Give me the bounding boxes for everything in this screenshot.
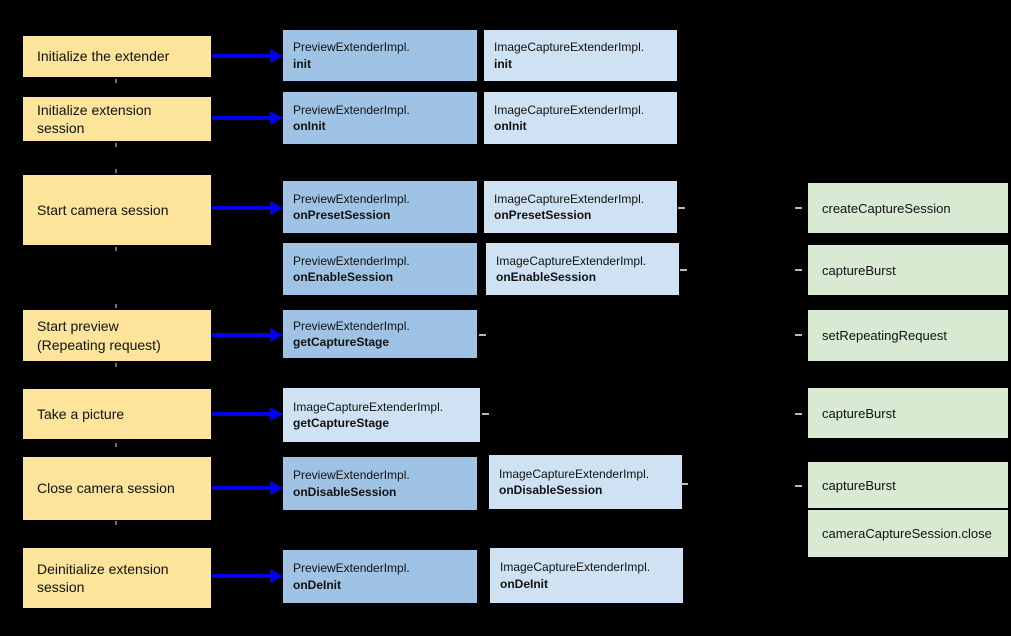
class-name: ImageCaptureExtenderImpl. [499, 466, 650, 481]
class-name: ImageCaptureExtenderImpl. [293, 399, 444, 414]
connector-dash [795, 413, 802, 415]
flow-dot [115, 247, 117, 251]
preview-extender-ondeinit-box: PreviewExtenderImpl. onDeInit [283, 550, 477, 603]
class-name: ImageCaptureExtenderImpl. [496, 253, 647, 268]
arrow-to-ondeinit [212, 569, 283, 583]
method-name: onInit [293, 119, 326, 133]
connector-dash [795, 334, 802, 336]
preview-extender-onpresetsession-box: PreviewExtenderImpl. onPresetSession [283, 181, 477, 233]
connector-dash [795, 485, 802, 487]
api-cameracapturesession-close-box: cameraCaptureSession.close [808, 510, 1008, 557]
method-name: onDisableSession [499, 483, 603, 497]
method-name: onPresetSession [494, 208, 592, 222]
image-capture-extender-init-box: ImageCaptureExtenderImpl. init [484, 30, 677, 81]
arrow-to-onpresetsession [212, 201, 283, 215]
image-capture-extender-onenablesession-box: ImageCaptureExtenderImpl. onEnableSessio… [486, 243, 679, 295]
step-initialize-the-extender: Initialize the extender [23, 36, 211, 77]
api-captureburst-enable-box: captureBurst [808, 245, 1008, 295]
api-setrepeatingrequest-box: setRepeatingRequest [808, 310, 1008, 361]
class-name: ImageCaptureExtenderImpl. [500, 560, 651, 575]
method-name: onEnableSession [293, 270, 394, 284]
arrow-to-getcapturestage-imagecapture [212, 407, 283, 421]
preview-extender-ondisablesession-box: PreviewExtenderImpl. onDisableSession [283, 457, 477, 510]
class-name: PreviewExtenderImpl. [293, 253, 410, 268]
api-captureburst-disable-box: captureBurst [808, 462, 1008, 508]
image-capture-extender-ondeinit-box: ImageCaptureExtenderImpl. onDeInit [490, 548, 683, 603]
step-take-a-picture: Take a picture [23, 389, 211, 439]
step-initialize-extension-session: Initialize extension session [23, 97, 211, 141]
api-captureburst-picture-box: captureBurst [808, 388, 1008, 438]
connector-dash [795, 269, 802, 271]
flow-dot [115, 143, 117, 147]
step-start-camera-session: Start camera session [23, 175, 211, 245]
arrow-to-ondisablesession [212, 481, 283, 495]
arrow-to-getcapturestage-preview [212, 328, 283, 342]
method-name: onPresetSession [293, 208, 391, 222]
arrow-to-init [212, 49, 283, 63]
image-capture-extender-oninit-box: ImageCaptureExtenderImpl. onInit [484, 92, 677, 144]
class-name: ImageCaptureExtenderImpl. [494, 102, 645, 117]
image-capture-extender-getcapturestage-box: ImageCaptureExtenderImpl. getCaptureStag… [283, 388, 480, 442]
class-name: ImageCaptureExtenderImpl. [494, 191, 645, 206]
class-name: PreviewExtenderImpl. [293, 40, 410, 55]
step-close-camera-session: Close camera session [23, 457, 211, 520]
flow-dot [115, 169, 117, 173]
method-name: init [293, 56, 311, 71]
connector-dash [795, 207, 802, 209]
class-name: PreviewExtenderImpl. [293, 318, 410, 333]
class-name: PreviewExtenderImpl. [293, 561, 410, 576]
flow-dot [115, 363, 117, 367]
connector-dash [680, 269, 687, 271]
method-name: onEnableSession [496, 270, 597, 284]
image-capture-extender-onpresetsession-box: ImageCaptureExtenderImpl. onPresetSessio… [484, 181, 677, 233]
preview-extender-oninit-box: PreviewExtenderImpl. onInit [283, 92, 477, 144]
preview-extender-getcapturestage-box: PreviewExtenderImpl. getCaptureStage [283, 310, 477, 358]
flow-dot [115, 79, 117, 83]
method-name: onDeInit [293, 577, 341, 592]
preview-extender-onenablesession-box: PreviewExtenderImpl. onEnableSession [283, 243, 477, 295]
flow-dot [115, 521, 117, 525]
class-name: PreviewExtenderImpl. [293, 191, 410, 206]
method-name: onDeInit [500, 576, 548, 591]
method-name: onInit [494, 119, 527, 133]
api-createcapturesession-box: createCaptureSession [808, 183, 1008, 233]
flow-dot [115, 304, 117, 308]
connector-dash [482, 413, 489, 415]
flow-dot [115, 443, 117, 447]
connector-dash [479, 334, 486, 336]
connector-dash [678, 207, 685, 209]
class-name: ImageCaptureExtenderImpl. [494, 40, 645, 55]
class-name: PreviewExtenderImpl. [293, 468, 410, 483]
class-name: PreviewExtenderImpl. [293, 102, 410, 117]
step-start-preview: Start preview (Repeating request) [23, 310, 211, 361]
preview-extender-init-box: PreviewExtenderImpl. init [283, 30, 477, 81]
arrow-to-oninit [212, 111, 283, 125]
step-deinitialize-extension-session: Deinitialize extension session [23, 548, 211, 608]
method-name: onDisableSession [293, 484, 397, 499]
method-name: getCaptureStage [293, 416, 390, 430]
method-name: init [494, 56, 512, 71]
connector-dash [681, 483, 688, 485]
method-name: getCaptureStage [293, 335, 390, 349]
image-capture-extender-ondisablesession-box: ImageCaptureExtenderImpl. onDisableSessi… [489, 455, 682, 509]
